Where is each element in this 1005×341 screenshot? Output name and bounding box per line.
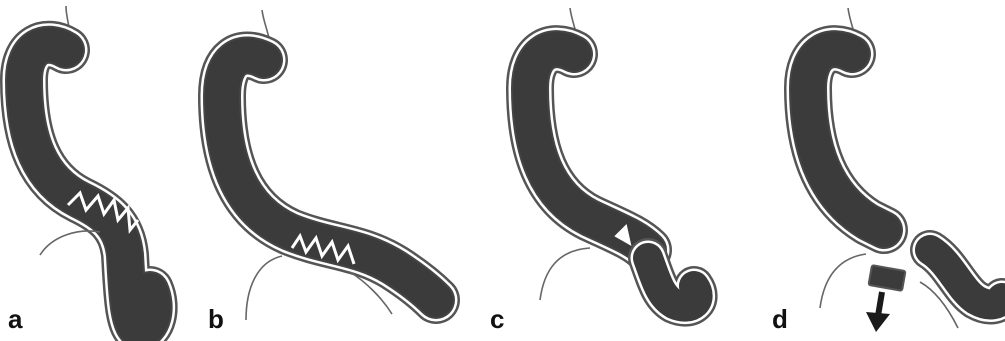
panel-label-b: b (208, 304, 224, 334)
panel-c-stomach (530, 49, 698, 306)
panel-c: c (490, 8, 698, 334)
panel-d-adjacent-organ (820, 254, 866, 308)
panel-d-down-arrow-icon (866, 292, 890, 332)
panel-d: d (772, 8, 1002, 334)
panel-d-detached-fragment (869, 265, 906, 291)
panel-b-adjacent-organ-left (246, 256, 282, 320)
panel-c-adjacent-organ (540, 248, 590, 300)
panel-b: b (208, 10, 436, 334)
panel-label-a: a (8, 304, 23, 334)
panel-b-stomach (222, 56, 436, 301)
panel-d-stomach (808, 49, 1002, 304)
panel-a: a (8, 6, 154, 334)
panel-label-d: d (772, 304, 788, 334)
panel-a-stomach (24, 45, 154, 330)
panel-label-c: c (490, 304, 504, 334)
